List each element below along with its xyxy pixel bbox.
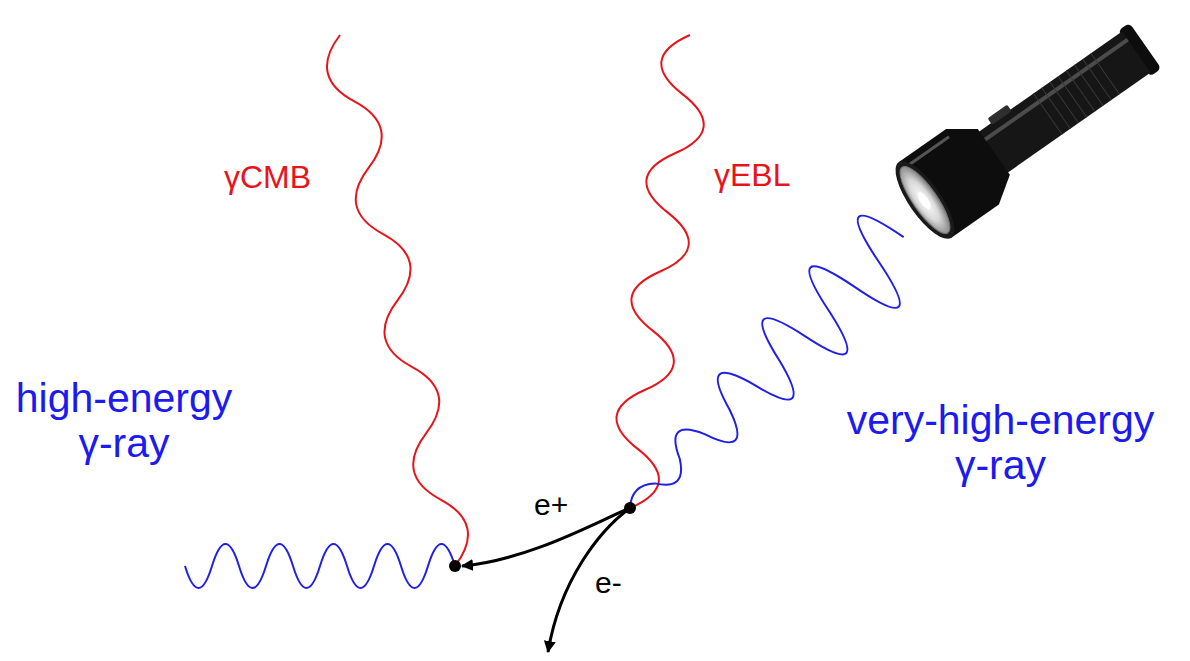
electron-track [548, 508, 630, 652]
wave-line [598, 204, 936, 540]
wave-line [320, 31, 474, 570]
vhe-gamma-wave [598, 204, 936, 540]
cmb-photon-wave [320, 31, 474, 570]
flashlight [886, 8, 1172, 247]
he-gamma-wave [185, 544, 455, 588]
interaction-dot [624, 502, 636, 514]
flashlight-bulb [915, 190, 933, 211]
particle-label: e- [595, 566, 622, 599]
knurl-line [1091, 53, 1120, 94]
knurl-line [1066, 71, 1095, 112]
particle-label: e+ [534, 488, 568, 521]
flashlight-bezel [886, 153, 965, 247]
knurl-line [1050, 82, 1079, 123]
flashlight-knurl [1034, 53, 1120, 134]
gamma-ray-label: very-high-energy γ-ray [836, 398, 1165, 488]
flashlight-switch [987, 105, 1011, 125]
knurl-line [1034, 93, 1063, 134]
interaction-dot [449, 560, 461, 572]
flashlight-head-highlight [910, 137, 949, 165]
photon-label: γCMB [224, 160, 311, 195]
flashlight-body [978, 32, 1151, 174]
ebl-photon-wave [605, 32, 714, 511]
knurl-line [1042, 88, 1071, 129]
photon-label: γEBL [714, 158, 790, 193]
knurl-line [1058, 76, 1087, 117]
gamma-ray-label: high-energy γ-ray [4, 376, 244, 466]
knurl-line [1083, 59, 1112, 100]
wave-line [605, 32, 714, 511]
flashlight-highlight [982, 38, 1128, 142]
knurl-line [1074, 65, 1103, 106]
flashlight-lens [892, 160, 958, 239]
